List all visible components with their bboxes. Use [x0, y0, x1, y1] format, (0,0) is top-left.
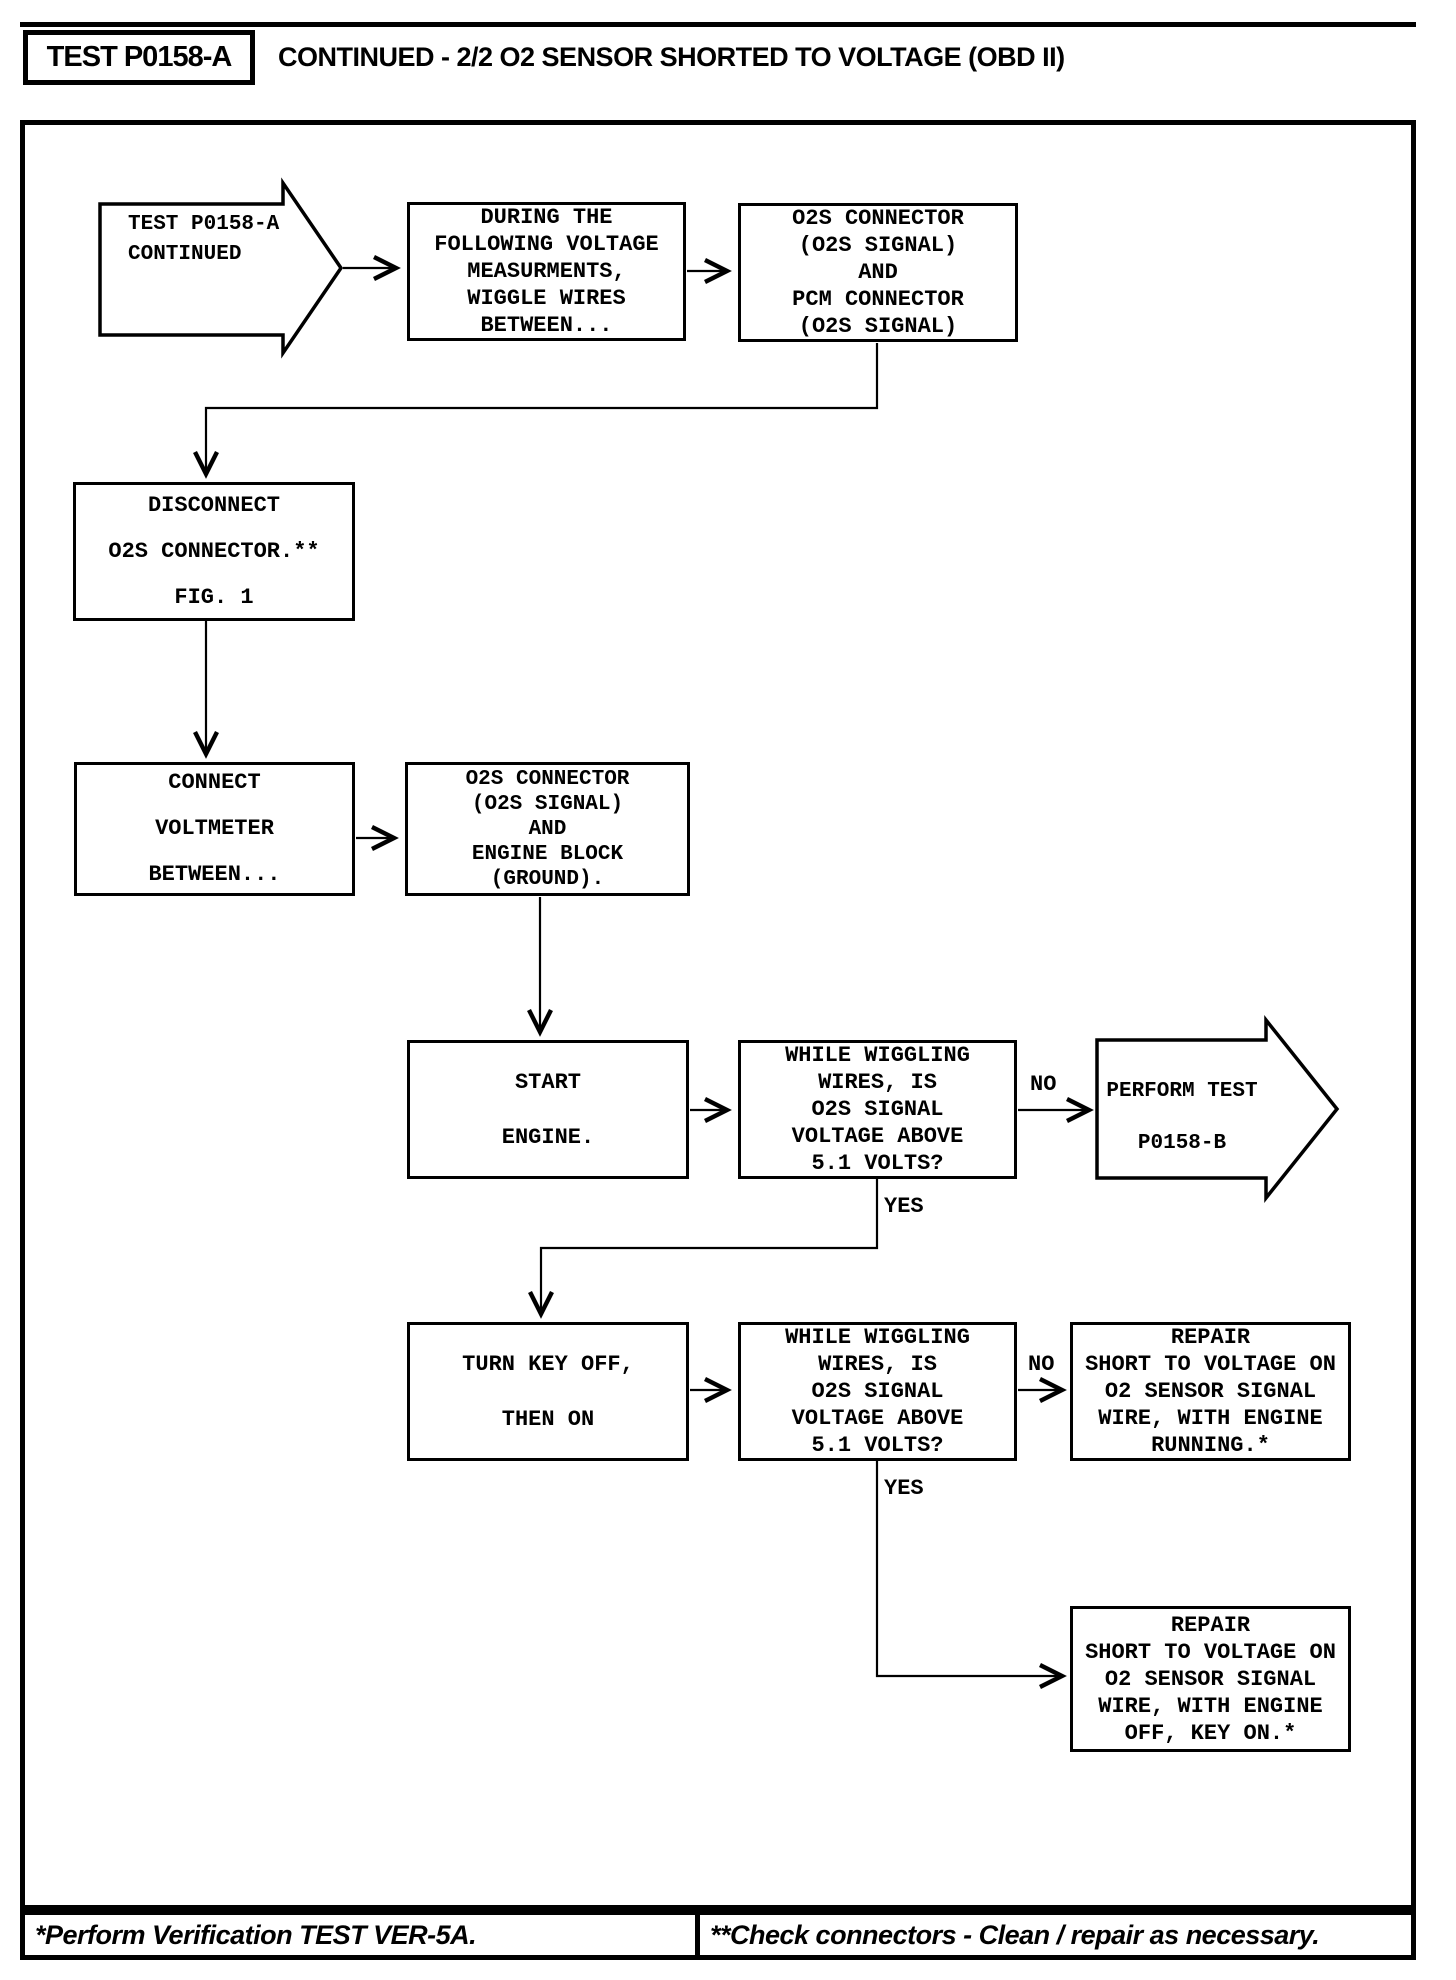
node-repair-engine-running: REPAIR SHORT TO VOLTAGE ON O2 SENSOR SIG… [1070, 1322, 1351, 1461]
top-rule [20, 22, 1416, 27]
edge-label-yes-2: YES [884, 1476, 924, 1501]
node-continue-arrow: TEST P0158-A CONTINUED [128, 213, 280, 266]
test-id-label: TEST P0158-A [46, 41, 233, 73]
test-id-box: TEST P0158-A [23, 30, 255, 85]
edge-label-yes-1: YES [884, 1194, 924, 1219]
node-wiggle-instruction: DURING THE FOLLOWING VOLTAGE MEASURMENTS… [407, 202, 686, 341]
footer-notes: *Perform Verification TEST VER-5A. **Che… [20, 1910, 1416, 1960]
node-o2s-engine-ground: O2S CONNECTOR (O2S SIGNAL) AND ENGINE BL… [405, 762, 690, 896]
page-title: CONTINUED - 2/2 O2 SENSOR SHORTED TO VOL… [278, 42, 1065, 72]
node-perform-test: PERFORM TEST P0158-B [1106, 1080, 1258, 1155]
node-voltage-question-key-on: WHILE WIGGLING WIRES, IS O2S SIGNAL VOLT… [738, 1322, 1017, 1461]
footer-note-connectors: **Check connectors - Clean / repair as n… [710, 1919, 1320, 1950]
footer-note-verification: *Perform Verification TEST VER-5A. [25, 1915, 700, 1955]
node-disconnect-o2s: DISCONNECT O2S CONNECTOR.** FIG. 1 [73, 482, 355, 621]
node-connect-voltmeter: CONNECT VOLTMETER BETWEEN... [74, 762, 355, 896]
node-voltage-question-running: WHILE WIGGLING WIRES, IS O2S SIGNAL VOLT… [738, 1040, 1017, 1179]
node-start-engine: START ENGINE. [407, 1040, 689, 1179]
edge-label-no-1: NO [1030, 1072, 1057, 1097]
node-o2s-pcm-connectors: O2S CONNECTOR (O2S SIGNAL) AND PCM CONNE… [738, 203, 1018, 342]
flowchart-border [20, 120, 1416, 1910]
node-turn-key: TURN KEY OFF, THEN ON [407, 1322, 689, 1461]
node-repair-key-on: REPAIR SHORT TO VOLTAGE ON O2 SENSOR SIG… [1070, 1606, 1351, 1752]
edge-label-no-2: NO [1028, 1352, 1055, 1377]
